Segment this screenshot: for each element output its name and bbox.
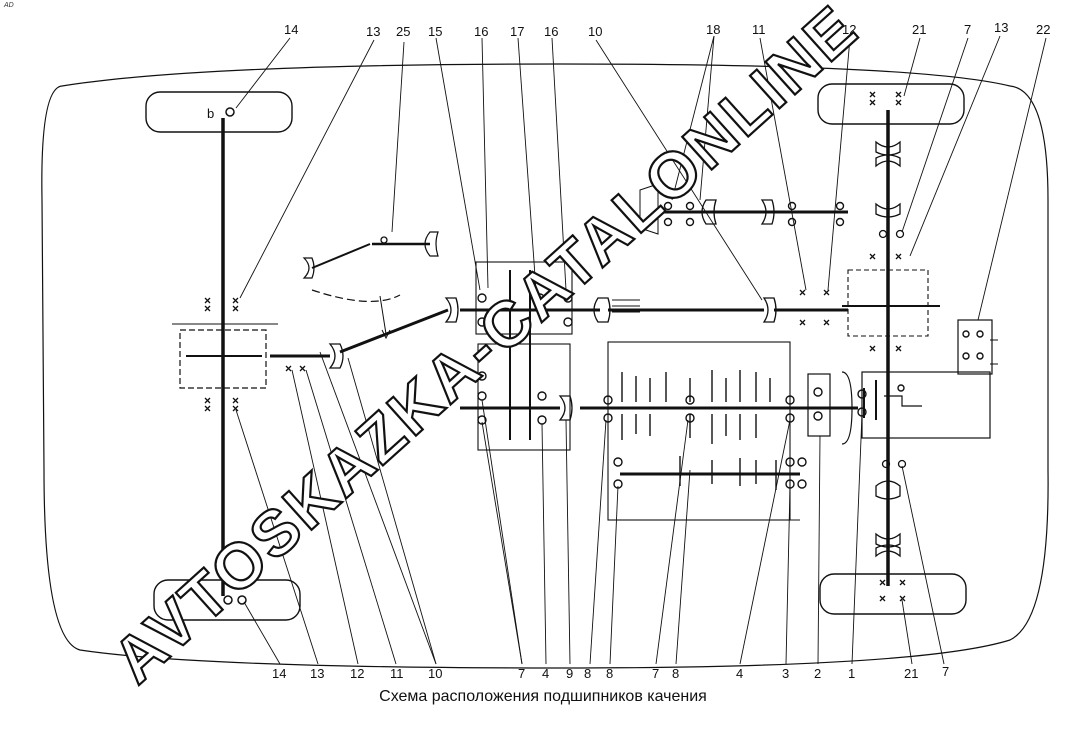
callout-15-top: 15 [428, 24, 442, 39]
diagram-caption: Схема расположения подшипников качения [379, 688, 707, 705]
callout-7-bottom-b: 7 [652, 666, 659, 681]
callout-9-bottom: 9 [566, 666, 573, 681]
callout-25-top: 25 [396, 24, 410, 39]
watermark: AVTOSKAZKA-CATALONLINE [99, 0, 872, 697]
callout-7-bottom-c: 7 [942, 664, 949, 679]
callout-14-top: 14 [284, 22, 298, 37]
callout-11-bottom: 11 [390, 666, 404, 681]
wheel-rear-right [153, 579, 301, 621]
auxiliary-shaft [639, 183, 848, 235]
callout-21-bottom: 21 [904, 666, 918, 681]
callouts-bottom: 14 13 12 11 10 7 4 9 8 8 7 8 4 3 2 1 21 … [272, 664, 949, 681]
corner-mark: AD [4, 2, 14, 9]
callout-11-top: 11 [752, 22, 766, 37]
callout-8-bottom-a: 8 [584, 666, 591, 681]
callout-4-bottom-a: 4 [542, 666, 549, 681]
callout-10-bottom: 10 [428, 666, 442, 681]
callout-7-top: 7 [964, 22, 971, 37]
callout-12-bottom: 12 [350, 666, 364, 681]
callout-1-bottom: 1 [848, 666, 855, 681]
callout-2-bottom: 2 [814, 666, 821, 681]
callout-16-top-b: 16 [544, 24, 558, 39]
callout-8-bottom-c: 8 [672, 666, 679, 681]
callout-18-top: 18 [706, 22, 720, 37]
car-body-outline [41, 63, 1049, 669]
callout-4-bottom-b: 4 [736, 666, 743, 681]
engine-block [861, 319, 998, 439]
callout-17-top: 17 [510, 24, 524, 39]
callout-16-top-a: 16 [474, 24, 488, 39]
callout-13-bottom: 13 [310, 666, 324, 681]
callout-3-bottom: 3 [782, 666, 789, 681]
wheel-rear-left: b [145, 91, 293, 133]
callout-10-top: 10 [588, 24, 602, 39]
callout-22-top: 22 [1036, 22, 1050, 37]
callout-8-bottom-b: 8 [606, 666, 613, 681]
leader-lines [235, 35, 1047, 665]
intermediate-shaft [302, 231, 439, 340]
gearbox [580, 341, 867, 521]
propeller-shaft [270, 297, 459, 372]
callout-13-top-b: 13 [994, 20, 1008, 35]
callout-21-top: 21 [912, 22, 926, 37]
svg-text:b: b [207, 106, 214, 121]
wheel-front-right [819, 573, 967, 615]
callout-12-top: 12 [842, 22, 856, 37]
callout-7-bottom-a: 7 [518, 666, 525, 681]
wheel-front-left [817, 83, 965, 125]
front-axle [842, 91, 940, 602]
front-drive-shaft [608, 289, 848, 326]
callouts-top: 14 13 25 15 16 17 16 10 18 11 12 21 7 13… [284, 20, 1050, 39]
callout-14-bottom: 14 [272, 666, 286, 681]
callout-13-top: 13 [366, 24, 380, 39]
rear-axle [172, 118, 278, 596]
